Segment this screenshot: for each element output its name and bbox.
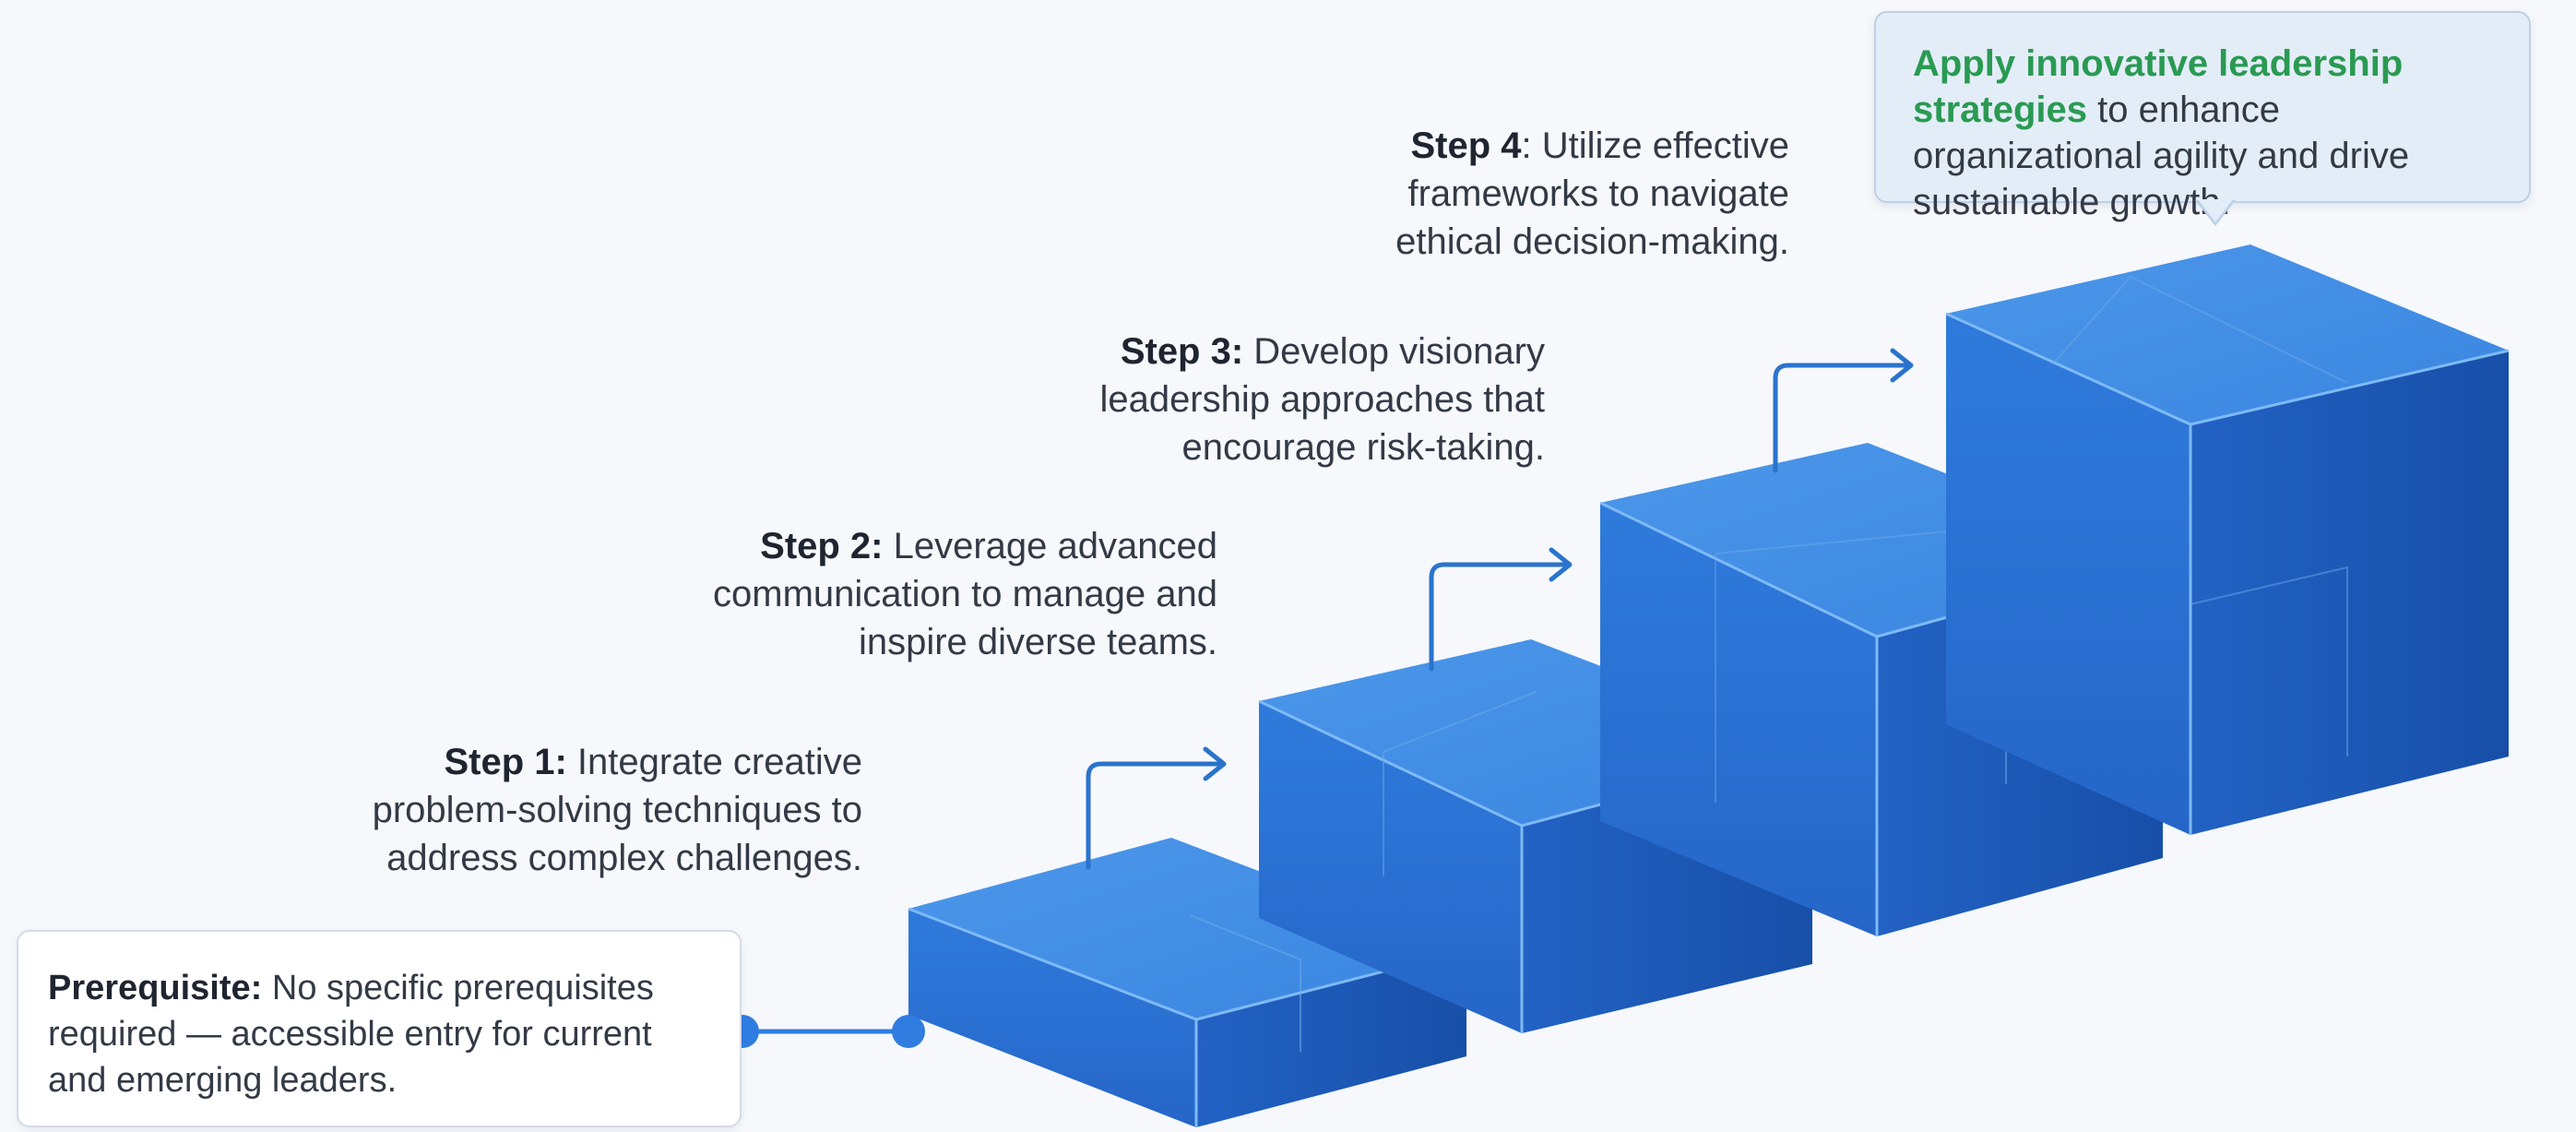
step-3-label: Step 3:: [1120, 331, 1244, 372]
step-2-description: Leverage advanced communication to manag…: [713, 526, 1217, 662]
step-1-text: Step 1: Integrate creative problem-solvi…: [300, 738, 862, 882]
prerequisite-text: No specific prerequisites required — acc…: [48, 969, 654, 1100]
goal-callout-pointer-fill: [2198, 199, 2233, 222]
step-block-4: [1945, 244, 2510, 835]
step-3-description: Develop visionary leadership approaches …: [1099, 331, 1545, 468]
step-4-text: Step 4: Utilize effective frameworks to …: [1310, 122, 1789, 266]
step-4-description: : Utilize effective frameworks to naviga…: [1395, 125, 1789, 262]
connector-dot-end: [892, 1015, 925, 1048]
goal-highlight: Apply innovative leadership strategies: [1913, 43, 2404, 130]
step-1-label: Step 1:: [444, 742, 567, 782]
step-2-label: Step 2:: [760, 526, 884, 566]
step-4-label: Step 4: [1410, 125, 1522, 166]
step-2-text: Step 2: Leverage advanced communication …: [646, 522, 1217, 666]
goal-callout: Apply innovative leadership strategies t…: [1874, 11, 2531, 222]
prerequisite-connector: [726, 1015, 925, 1048]
step-arrow-3: [1773, 348, 1914, 473]
step-3-text: Step 3: Develop visionary leadership app…: [1005, 328, 1545, 471]
prerequisite-label: Prerequisite:: [48, 969, 263, 1007]
goal-text: to enhance organizational agility and dr…: [1913, 89, 2410, 222]
step-block-1: [908, 838, 1467, 1127]
step-1-description: Integrate creative problem-solving techn…: [372, 742, 862, 878]
step-arrow-1: [1086, 746, 1227, 870]
prerequisite-box: Prerequisite: No specific prerequisites …: [17, 930, 742, 1127]
step-arrow-2: [1429, 547, 1573, 672]
